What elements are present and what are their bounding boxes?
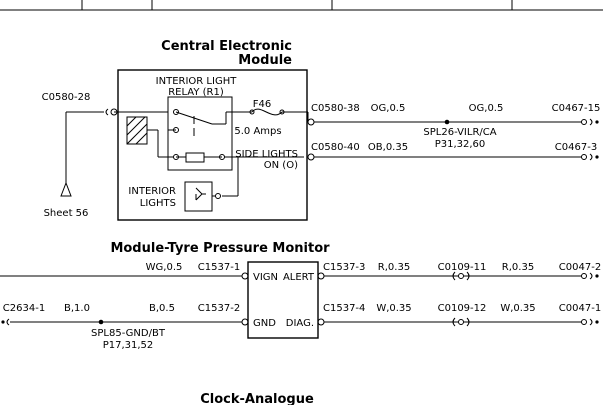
label-c1537-3: C1537-3: [323, 262, 365, 273]
label-c1537-4: C1537-4: [323, 303, 365, 314]
connector-c0580-28: [110, 108, 118, 116]
label-spl85-ref: P17,31,52: [103, 340, 154, 351]
tpm-vign: VIGN: [253, 272, 278, 283]
wire-tpm-left-2: [1, 318, 249, 326]
wire-tpm-left-1: [0, 272, 249, 280]
label-spl85: SPL85-GND/BT: [91, 328, 166, 339]
cem-title-line1: Central Electronic: [161, 39, 292, 54]
label-c0580-40: C0580-40: [311, 142, 360, 153]
label-c1537-2: C1537-2: [198, 303, 240, 314]
tpm-gnd: GND: [253, 318, 276, 329]
relay-coil: [147, 129, 304, 197]
tpm-module-box: [247, 261, 319, 339]
label-c0580-38: C0580-38: [311, 103, 360, 114]
fuse-label: F46: [253, 99, 271, 110]
label-sheet-56: Sheet 56: [44, 208, 89, 219]
fuse-f46: [232, 108, 308, 116]
wire-cem-right-2: [307, 153, 599, 161]
interior-lights-line1: INTERIOR: [128, 186, 176, 197]
side-lights-line2: ON (O): [264, 160, 298, 171]
wire-cem-right-1: [307, 112, 599, 126]
label-b-0-5: B,0.5: [149, 303, 175, 314]
relay-switch: [168, 109, 232, 136]
tpm-title: Module-Tyre Pressure Monitor: [110, 241, 330, 256]
label-w-2: W,0.35: [500, 303, 535, 314]
top-table-border: [0, 0, 603, 11]
interior-lights-symbol: [184, 181, 221, 212]
label-c0109-12: C0109-12: [438, 303, 487, 314]
label-c0109-11: C0109-11: [438, 262, 487, 273]
label-c0467-3: C0467-3: [555, 142, 597, 153]
label-c0047-2: C0047-2: [559, 262, 601, 273]
label-ob: OB,0.35: [368, 142, 408, 153]
label-c1537-1: C1537-1: [198, 262, 240, 273]
sheet-ref-arrow: [60, 181, 72, 197]
label-wg: WG,0.5: [146, 262, 183, 273]
label-c0580-28: C0580-28: [42, 92, 91, 103]
label-spl26: SPL26-VILR/CA: [423, 127, 496, 138]
label-r-2: R,0.35: [502, 262, 534, 273]
relay-box: [167, 96, 233, 171]
wire-tpm-right-1: [317, 271, 599, 281]
label-w-1: W,0.35: [376, 303, 411, 314]
interior-lights-line2: LIGHTS: [140, 198, 176, 209]
relay-label-line2: RELAY (R1): [168, 87, 224, 98]
relay-label-line1: INTERIOR LIGHT: [156, 76, 238, 87]
label-og-right: OG,0.5: [469, 103, 504, 114]
label-r-1: R,0.35: [378, 262, 410, 273]
cem-title-line2: Module: [238, 53, 292, 68]
label-c0047-1: C0047-1: [559, 303, 601, 314]
label-c0467-15: C0467-15: [552, 103, 601, 114]
label-spl26-ref: P31,32,60: [435, 139, 486, 150]
fuse-amps-label: 5.0 Amps: [234, 126, 281, 137]
side-lights-line1: SIDE LIGHTS: [235, 149, 298, 160]
label-b-1-0: B,1.0: [64, 303, 90, 314]
tpm-alert: ALERT: [283, 272, 315, 283]
tpm-diag: DIAG.: [286, 318, 314, 329]
wire-tpm-right-2: [317, 317, 599, 327]
label-og-left: OG,0.5: [371, 103, 406, 114]
clock-title: Clock-Analogue: [200, 392, 314, 405]
label-c2634-1: C2634-1: [3, 303, 45, 314]
